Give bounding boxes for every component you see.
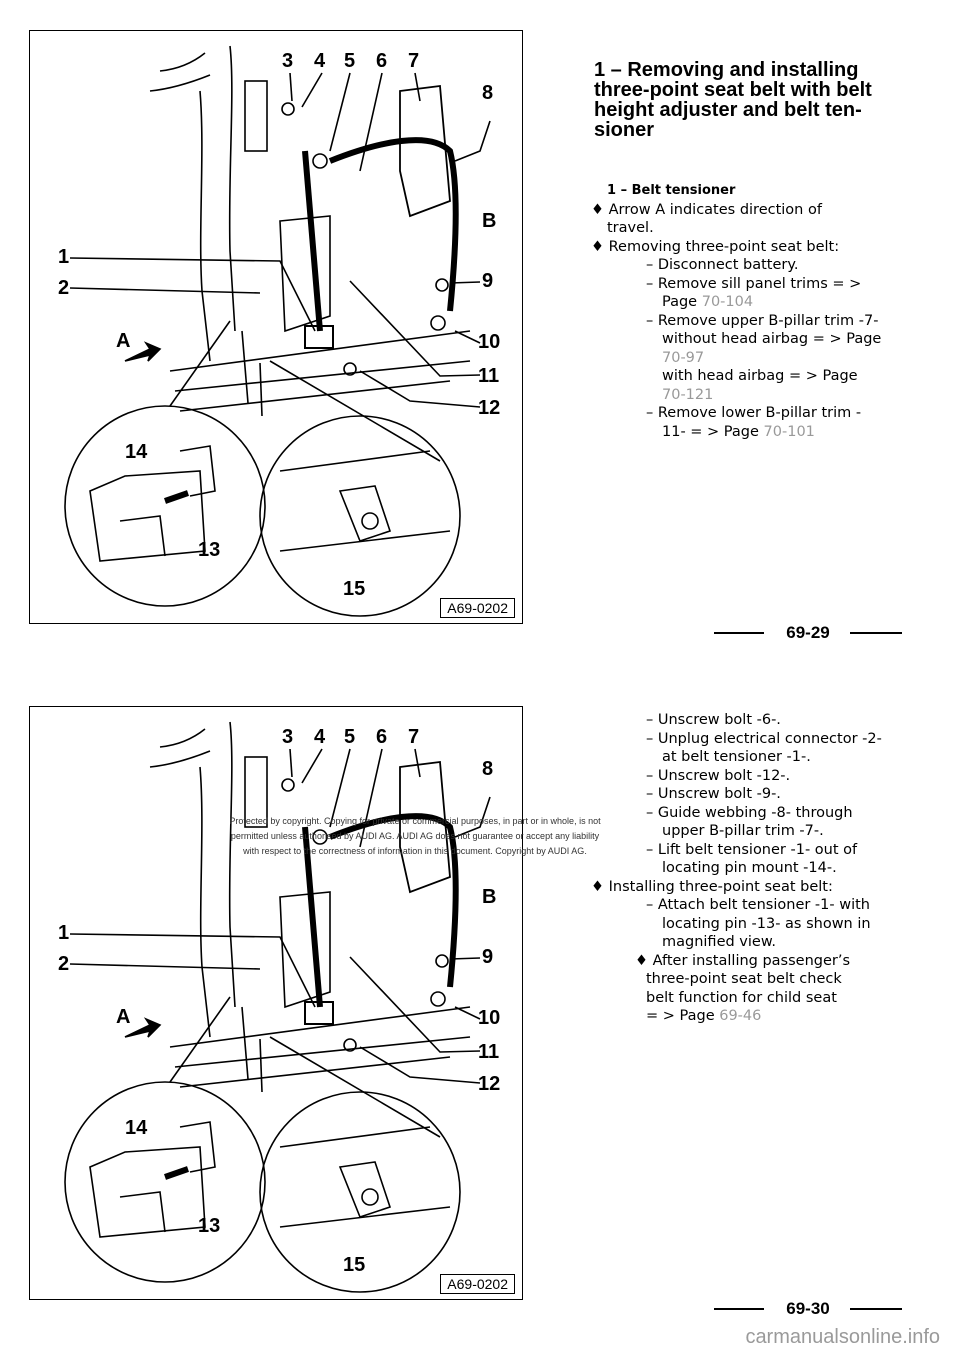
page-ref[interactable]: 70-104 — [701, 294, 754, 310]
step-guide-webbing-cont: upper B-pillar trim -7-. — [662, 823, 824, 839]
item-heading: 1 – Belt tensioner — [607, 183, 736, 198]
step-lift-tensioner-cont: locating pin mount -14-. — [662, 860, 837, 876]
page-number: 69-30 — [786, 1299, 830, 1318]
bullet-travel-direction: Arrow A indicates direction of — [608, 201, 822, 218]
step-disconnect-battery: – Disconnect battery. — [646, 257, 799, 273]
step-guide-webbing: – Guide webbing -8- through — [646, 804, 853, 821]
bullet-travel-direction-cont: travel. — [607, 220, 654, 236]
page-number: 69-29 — [786, 623, 830, 642]
bullet-removing: Removing three-point seat belt: — [608, 238, 840, 255]
divider — [850, 632, 902, 634]
label-13: 13 — [198, 539, 221, 561]
step-remove-lower-trim: – Remove lower B-pillar trim - — [646, 405, 862, 421]
seat-belt-illustration — [64, 721, 491, 1293]
label-15: 15 — [343, 578, 366, 600]
divider — [714, 1308, 764, 1310]
bullet-icon: ♦ — [591, 878, 609, 895]
section-title: 1 – Removing and installing three-point … — [594, 59, 872, 141]
divider — [850, 1308, 902, 1310]
label-6: 6 — [376, 50, 388, 72]
step-attach-tensioner: – Attach belt tensioner -1- with — [646, 897, 870, 913]
label-7: 7 — [408, 50, 420, 72]
step-attach-tensioner-cont2: magnified view. — [662, 934, 776, 950]
page-label: = > Page — [646, 1008, 715, 1024]
label-12: 12 — [478, 397, 501, 419]
watermark-line: Protected by copyright. Copying for priv… — [229, 816, 601, 826]
label-6: 6 — [376, 726, 388, 748]
label-3: 3 — [282, 726, 294, 748]
note-passenger-cont2: belt function for child seat — [646, 989, 837, 1006]
seat-belt-illustration — [64, 45, 491, 617]
step-unscrew-bolt-12: – Unscrew bolt -12-. — [646, 767, 791, 784]
page-ref[interactable]: 70-101 — [763, 423, 815, 440]
note-passenger-cont: three-point seat belt check — [646, 971, 842, 987]
step-without-airbag: without head airbag = > Page — [662, 331, 882, 347]
step-remove-sill-trims: – Remove sill panel trims = > — [646, 275, 862, 292]
label-2: 2 — [58, 953, 70, 975]
step-unplug-connector-cont: at belt tensioner -1-. — [662, 749, 811, 765]
step-remove-upper-trim: – Remove upper B-pillar trim -7- — [646, 312, 879, 329]
label-11: 11 — [478, 1041, 500, 1063]
label-9: 9 — [482, 270, 494, 292]
bullet-icon: ♦ — [591, 201, 609, 218]
label-5: 5 — [344, 50, 356, 72]
step-unplug-connector: – Unplug electrical connector -2- — [646, 730, 882, 747]
label-14: 14 — [125, 1117, 148, 1139]
label-b: B — [482, 210, 497, 232]
page-ref[interactable]: 70-97 — [662, 349, 705, 366]
label-9: 9 — [482, 946, 494, 968]
watermark-line: permitted unless authorised by AUDI AG. … — [230, 831, 600, 841]
step-unscrew-bolt-6: – Unscrew bolt -6-. — [646, 712, 781, 728]
site-watermark: carmanualsonline.info — [745, 1326, 940, 1348]
figure-seat-belt-1: 3 4 5 6 7 8 B 1 9 2 10 A 11 12 14 13 15 … — [29, 30, 523, 624]
label-2: 2 — [58, 277, 70, 299]
page-ref[interactable]: 69-46 — [719, 1008, 762, 1024]
step-with-airbag: with head airbag = > Page — [662, 368, 858, 384]
step-lower-trim-cont: 11- = > Page — [662, 423, 759, 440]
figure-seat-belt-2: 3 4 5 6 7 8 B 1 9 2 10 A 11 12 14 13 15 … — [29, 706, 523, 1300]
label-1: 1 — [58, 246, 70, 268]
step-lift-tensioner: – Lift belt tensioner -1- out of — [646, 841, 858, 858]
label-12: 12 — [478, 1073, 501, 1095]
label-10: 10 — [478, 331, 501, 353]
label-7: 7 — [408, 726, 420, 748]
label-4: 4 — [314, 50, 326, 72]
label-3: 3 — [282, 50, 294, 72]
label-a: A — [116, 330, 131, 352]
page-label: Page — [662, 294, 698, 310]
label-b: B — [482, 886, 497, 908]
label-15: 15 — [343, 1254, 366, 1276]
page1-instructions: 1 – Belt tensioner ♦ Arrow A indicates d… — [591, 181, 881, 441]
note-passenger: After installing passenger’s — [652, 952, 851, 969]
step-attach-tensioner-cont: locating pin -13- as shown in — [662, 915, 871, 932]
label-10: 10 — [478, 1007, 501, 1029]
bullet-icon: ♦ — [635, 952, 653, 969]
watermark-line: with respect to the correctness of infor… — [243, 846, 587, 856]
label-1: 1 — [58, 922, 70, 944]
page-ref[interactable]: 70-121 — [662, 386, 714, 403]
label-8: 8 — [482, 758, 494, 780]
label-8: 8 — [482, 82, 494, 104]
step-unscrew-bolt-9: – Unscrew bolt -9-. — [646, 786, 781, 802]
figure-code: A69-0202 — [440, 598, 515, 618]
copyright-watermark: Protected by copyright. Copying for priv… — [200, 814, 630, 859]
label-a: A — [116, 1006, 131, 1028]
page2-instructions: – Unscrew bolt -6-. – Unplug electrical … — [591, 711, 882, 1026]
label-11: 11 — [478, 365, 500, 387]
label-4: 4 — [314, 726, 326, 748]
label-14: 14 — [125, 441, 148, 463]
label-13: 13 — [198, 1215, 221, 1237]
figure-code: A69-0202 — [440, 1274, 515, 1294]
label-5: 5 — [344, 726, 356, 748]
divider — [714, 632, 764, 634]
bullet-icon: ♦ — [591, 238, 609, 255]
bullet-installing: Installing three-point seat belt: — [608, 878, 833, 895]
